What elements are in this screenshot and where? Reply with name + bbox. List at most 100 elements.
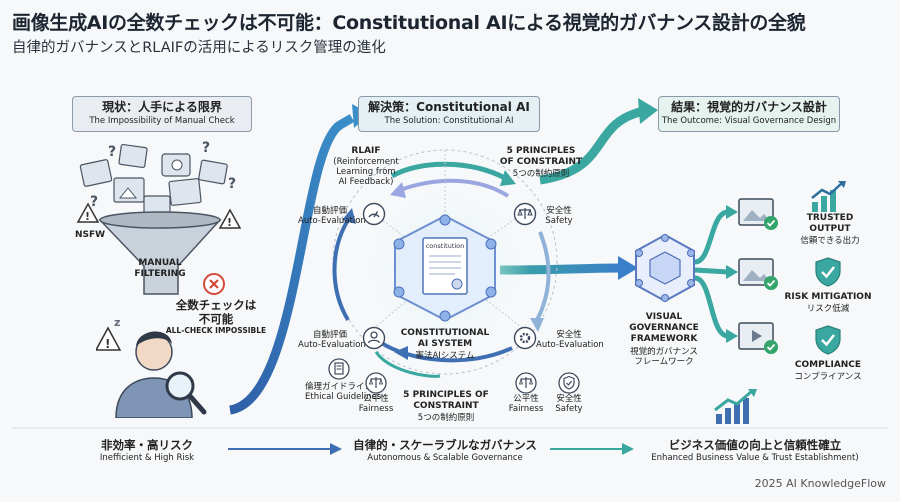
verified-image-icon (738, 198, 778, 230)
safety-bottom-jp: 安全性 (556, 394, 582, 404)
svg-text:z: z (114, 316, 120, 329)
warning-icon: ! ! (76, 202, 242, 229)
cycle-arrow-top (390, 161, 507, 181)
main-title: 画像生成AIの全数チェックは不可能：Constitutional AIによる視覚… (12, 12, 806, 34)
big-arrow-right (539, 107, 642, 185)
trusted-output-1: TRUSTED (806, 213, 854, 223)
impossible-jp-2: 不可能 (198, 312, 234, 326)
settings-gear-icon (513, 326, 537, 350)
compliance-jp: コンプライアンス (794, 372, 862, 382)
auto-eval-top-en: Auto-Evaluation (298, 216, 366, 226)
auto-eval-left-jp: 自動評価 (312, 330, 347, 340)
system-title-2: AI SYSTEM (417, 339, 473, 349)
trusted-output-2: OUTPUT (809, 224, 851, 234)
big-arrow-left (228, 114, 355, 415)
svg-text:?: ? (228, 176, 236, 192)
center-header-en: The Solution: Constitutional AI (384, 116, 514, 126)
right-header-jp: 結果：視覚的ガバナンス設計 (671, 100, 827, 114)
scale-icon (513, 202, 537, 226)
left-header-jp: 現状：人手による限界 (102, 100, 222, 114)
principles-bottom-1: 5 PRINCIPLES OF (403, 390, 489, 400)
system-to-framework-head (618, 256, 638, 280)
verified-image-icon (738, 258, 778, 290)
ethics-checklist-icon (328, 358, 350, 380)
trusted-output-jp: 信頼できる出力 (800, 236, 860, 246)
fairness-left-en: Fairness (358, 404, 394, 414)
funnel-label-1: MANUAL (138, 258, 182, 268)
principles-top-jp: 5つの制約原則 (512, 169, 570, 179)
cycle-arrow-bottom-2 (374, 351, 441, 378)
bottom-left-jp: 非効率・高リスク (101, 438, 193, 452)
bottom-left-en: Inefficient & High Risk (99, 453, 195, 463)
svg-text:!: ! (105, 337, 110, 351)
right-section-header: 結果：視覚的ガバナンス設計 The Outcome: Visual Govern… (658, 96, 840, 132)
left-section-header: 現状：人手による限界 The Impossibility of Manual C… (72, 96, 252, 132)
footer-credit: 2025 AI KnowledgeFlow (754, 477, 886, 490)
nsfw-label: NSFW (74, 230, 106, 240)
svg-text:!: ! (227, 216, 232, 229)
framework-title-3: FRAMEWORK (630, 334, 698, 344)
svg-text:?: ? (202, 140, 210, 156)
bottom-mid-jp: 自律的・スケーラブルなガバナンス (353, 438, 537, 452)
principles-bottom-jp: 5つの制約原則 (417, 413, 475, 423)
impossible-jp-1: 全数チェックは (175, 298, 257, 312)
ethics-en: Ethical Guidelines (305, 392, 382, 402)
fairness-right-jp: 公平性 (513, 394, 539, 404)
auto-eval-top-jp: 自動評価 (312, 206, 347, 216)
fairness-right-en: Fairness (508, 404, 544, 414)
subtitle: 自律的ガバナンスとRLAIFの活用によるリスク管理の進化 (12, 40, 386, 56)
warning-icon (96, 326, 122, 351)
rlaif-title: RLAIF (351, 146, 381, 156)
fairness-scale-icon-right (515, 372, 537, 394)
right-header-en: The Outcome: Visual Governance Design (661, 116, 837, 126)
network-nodes (393, 214, 497, 322)
center-section-header: 解決策：Constitutional AI The Solution: Cons… (358, 96, 540, 132)
rlaif-line-4: AI Feedback) (338, 177, 394, 187)
constitution-doc-title: constitution (425, 242, 465, 250)
system-title-jp: 憲法AIシステム (415, 351, 475, 361)
user-check-icon (362, 326, 386, 350)
bottom-right-jp: ビジネス価値の向上と信頼性確立 (668, 438, 842, 452)
compliance-en: COMPLIANCE (794, 360, 862, 370)
gauge-icon (362, 202, 386, 226)
principles-top-2: OF CONSTRAINT (499, 157, 583, 167)
big-arrow-right-head (638, 98, 658, 124)
safety-right-jp: 安全性 (556, 330, 582, 340)
cycle-arrow-left (332, 218, 350, 322)
cycle-arrow-bottom (378, 340, 513, 363)
cycle-arrow-right (534, 231, 551, 323)
fairness-scale-icon (365, 372, 387, 394)
svg-text:?: ? (90, 194, 98, 210)
safety-top-jp: 安全性 (546, 206, 572, 216)
safety-top-en: Safety (545, 216, 573, 226)
framework-title-1: VISUAL (645, 312, 683, 322)
manual-funnel-illustration: ???? ! ! (76, 140, 242, 295)
rlaif-line-2: (Reinforcement (333, 157, 399, 167)
principles-top-1: 5 PRINCIPLES (506, 146, 576, 156)
cycle-arrow-top-back (399, 178, 510, 198)
framework-jp-1: 視覚的ガバナンス (630, 347, 698, 357)
shield-check-icon (815, 257, 841, 287)
impossible-en: ALL-CHECK IMPOSSIBLE (165, 326, 267, 335)
camera-icon (171, 159, 183, 171)
risk-mitigation-en: RISK MITIGATION (784, 292, 872, 302)
mountain-icon (118, 187, 138, 199)
auto-eval-left-en: Auto-Evaluation (298, 340, 366, 350)
center-header-jp: 解決策：Constitutional AI (368, 100, 530, 114)
framework-jp-2: フレームワーク (634, 357, 694, 367)
magnifier-icon (165, 371, 195, 401)
framework-title-2: GOVERNANCE (629, 323, 699, 333)
cycle-ring (332, 149, 558, 375)
ethics-jp: 倫理ガイドライン (305, 382, 374, 392)
principles-bottom-2: CONSTRAINT (413, 401, 479, 411)
fairness-left-jp: 公平性 (363, 394, 389, 404)
person-hair (136, 331, 172, 346)
error-x-icon (203, 273, 225, 295)
verified-video-icon (738, 322, 778, 354)
risk-mitigation-jp: リスク低減 (806, 304, 850, 314)
outcome-branches (694, 209, 729, 339)
rlaif-line-3: Learning from (336, 167, 396, 177)
funnel-label-2: FILTERING (134, 269, 186, 279)
constitutional-ai-core (393, 214, 497, 322)
